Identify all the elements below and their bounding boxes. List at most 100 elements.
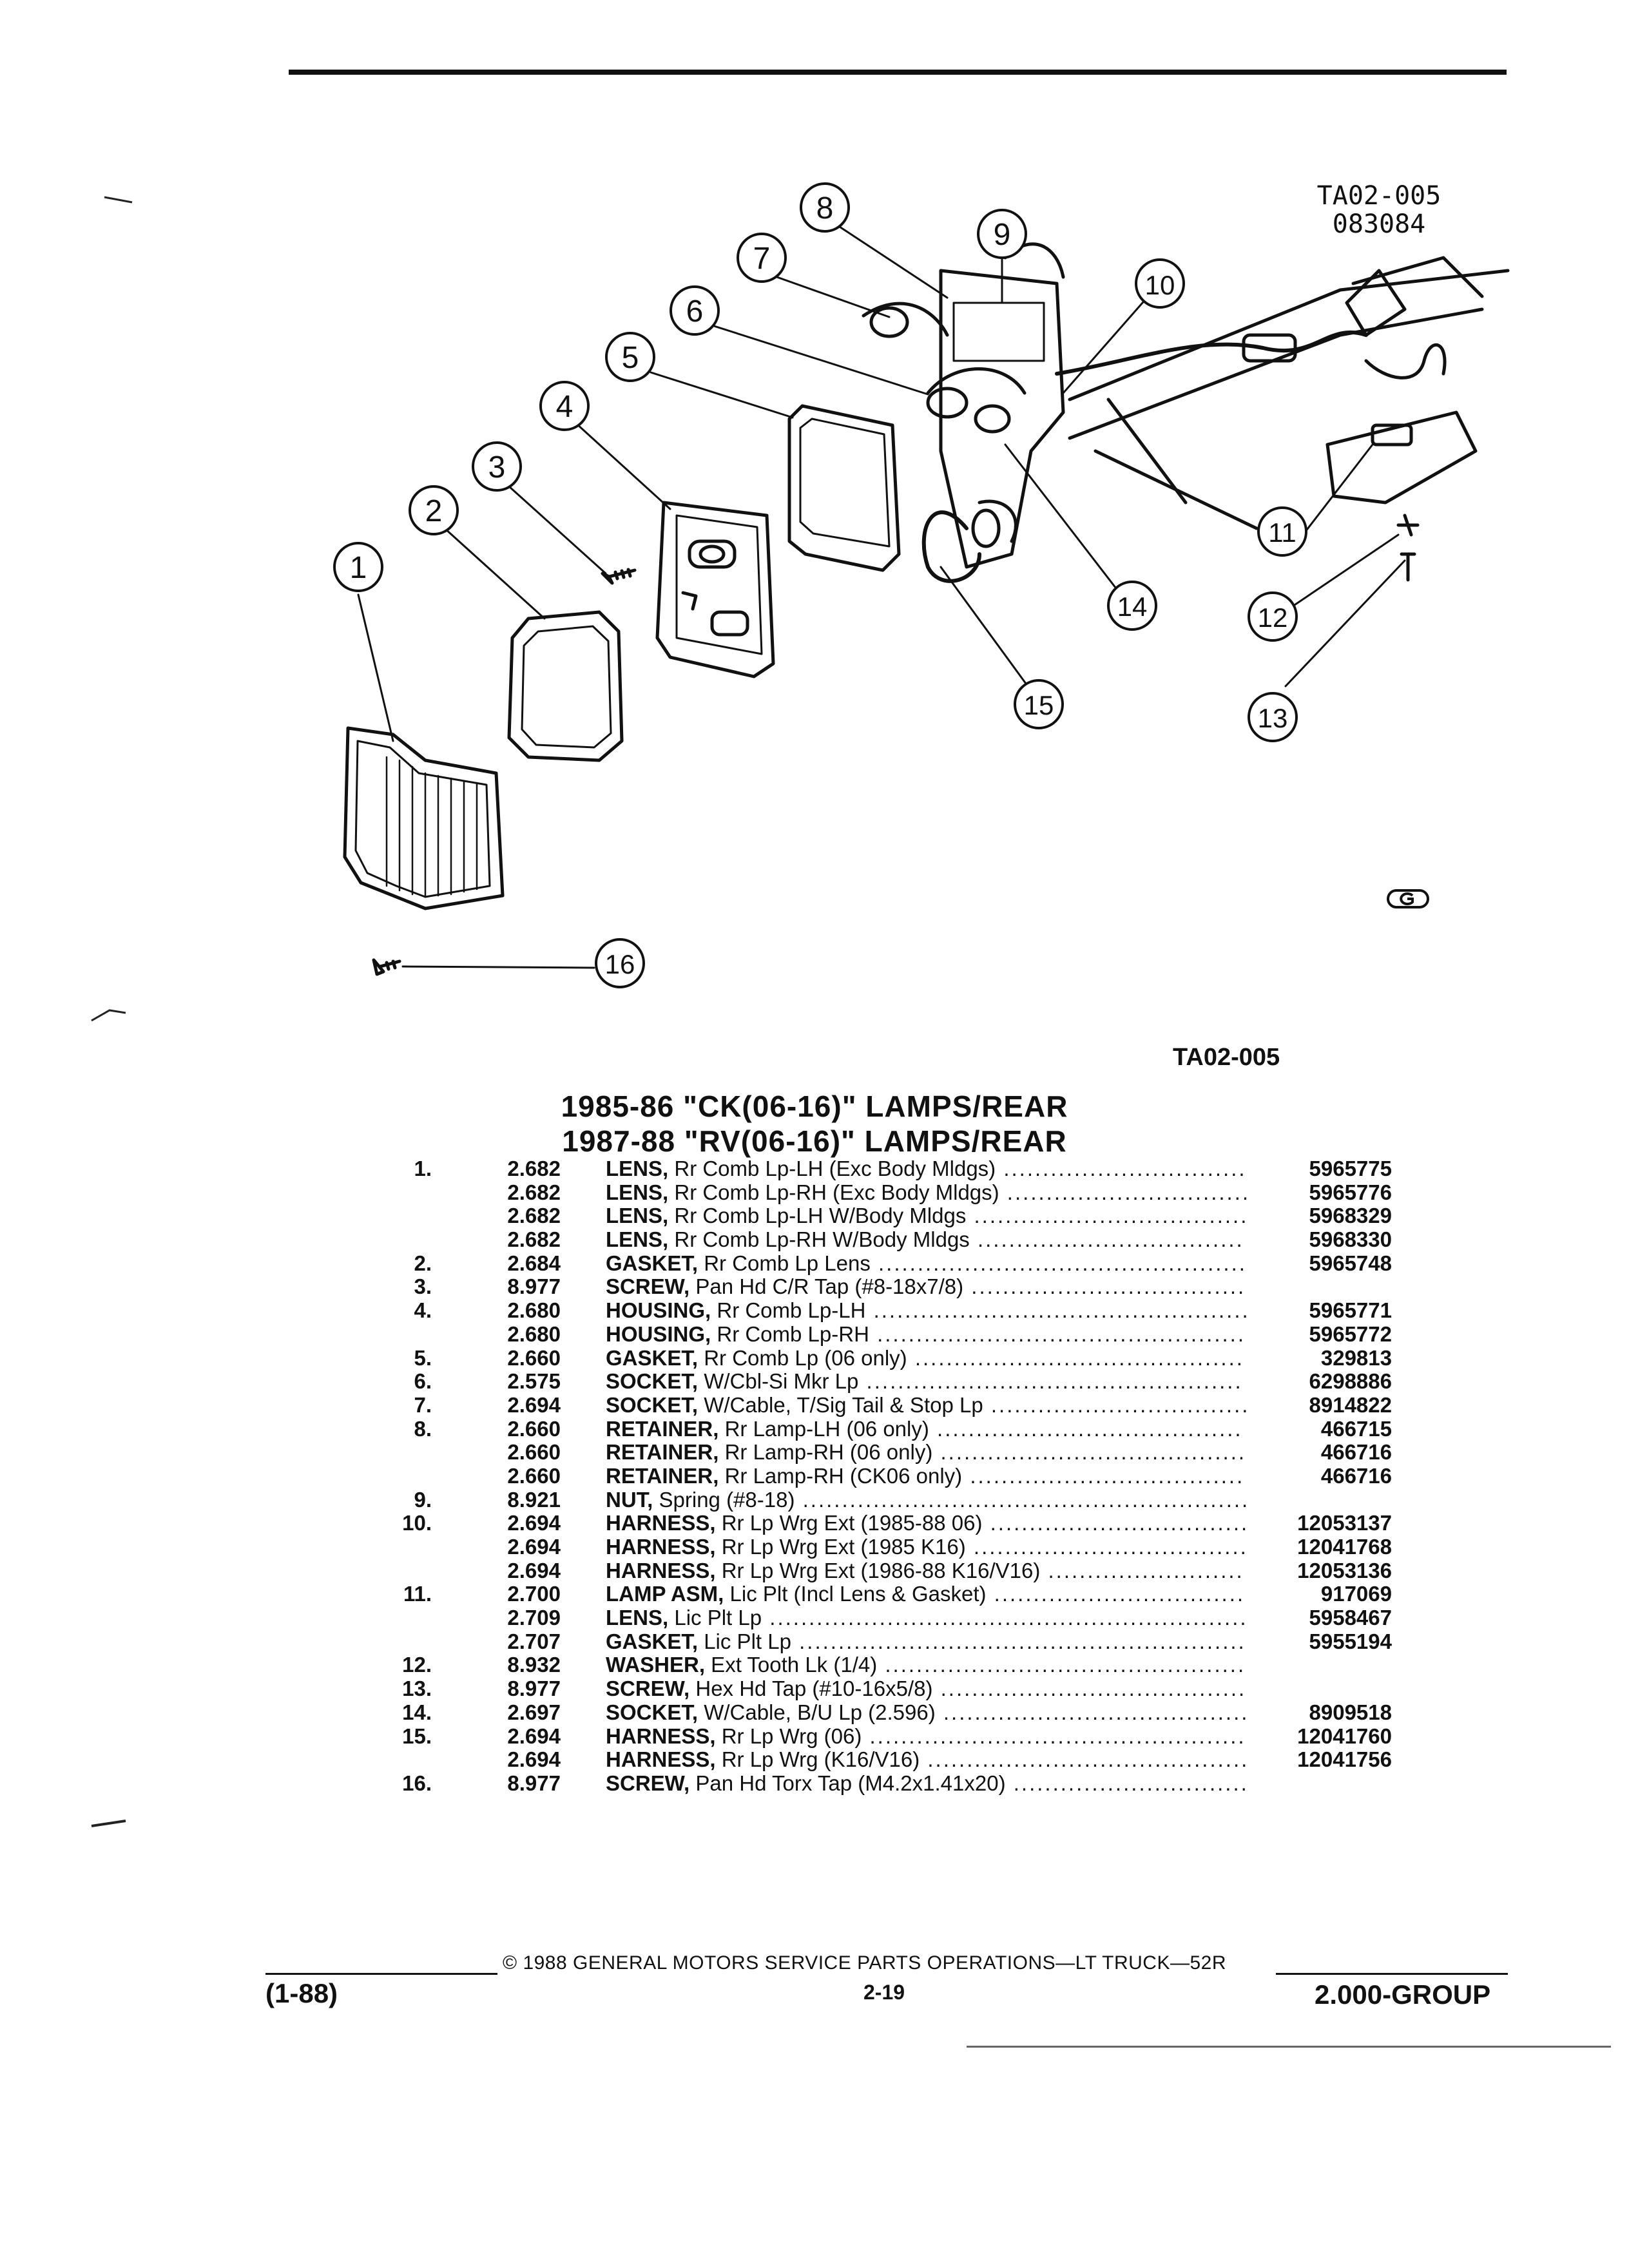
part-name: HARNESS, <box>606 1535 716 1559</box>
part-number: 329813 <box>1320 1345 1392 1370</box>
svg-text:14: 14 <box>1117 591 1148 622</box>
harness-frame <box>1055 256 1510 582</box>
part-description: SCREW, Pan Hd Torx Tap (M4.2x1.41x20) ..… <box>606 1772 1250 1796</box>
parts-row: 10. 2.694 HARNESS, Rr Lp Wrg Ext (1985-88 … <box>387 1512 1392 1535</box>
binding-mark-3 <box>91 1820 126 1827</box>
item-number: 4. <box>414 1298 432 1323</box>
part-detail: Rr Lamp-RH (06 only) <box>718 1441 933 1465</box>
part-description: SCREW, Hex Hd Tap (#10-16x5/8) .........… <box>606 1677 1250 1701</box>
figure-code: TA02-005 083084 <box>1315 182 1443 238</box>
footer-rule-left <box>265 1973 497 1975</box>
callout-11: 11 <box>1257 506 1307 557</box>
part-name: HARNESS, <box>606 1724 716 1748</box>
part-number: 466716 <box>1320 1463 1392 1488</box>
part-description: NUT, Spring (#8-18) ....................… <box>606 1488 1250 1512</box>
part-number: 12053137 <box>1297 1511 1392 1535</box>
item-number: 14. <box>402 1700 432 1724</box>
svg-text:15: 15 <box>1024 690 1054 720</box>
item-number: 9. <box>414 1487 432 1512</box>
svg-text:5: 5 <box>622 341 639 375</box>
part-detail: Rr Comb Lp-RH <box>711 1322 869 1346</box>
item-number: 10. <box>402 1511 432 1535</box>
binding-mark-1 <box>104 196 133 204</box>
figure-code-line-2: 083084 <box>1332 209 1426 239</box>
group-number: 2.694 <box>507 1535 561 1559</box>
leader-dots: ................................... <box>965 1535 1248 1559</box>
callout-5: 5 <box>605 332 655 382</box>
part-detail: Rr Comb Lp (06 only) <box>698 1346 907 1370</box>
part-name: SCREW, <box>606 1677 690 1701</box>
figure-reference: TA02-005 <box>1173 1044 1280 1071</box>
group-number: 2.700 <box>507 1582 561 1606</box>
part-description: SCREW, Pan Hd C/R Tap (#8-18x7/8) ......… <box>606 1275 1250 1299</box>
section-title-2: 1987-88 "RV(06-16)" LAMPS/REAR <box>562 1124 1067 1158</box>
group-number: 2.707 <box>507 1629 561 1653</box>
part-detail: Pan Hd C/R Tap (#8-18x7/8) <box>689 1275 964 1299</box>
binding-mark-2 <box>91 1009 126 1022</box>
part-number: 5965775 <box>1309 1157 1392 1180</box>
part-description: LENS, Rr Comb Lp-RH W/Body Mldgs .......… <box>606 1228 1250 1252</box>
callout-10: 10 <box>1135 258 1185 309</box>
part-name: LAMP ASM, <box>606 1582 724 1606</box>
part-name: SOCKET, <box>606 1393 699 1417</box>
svg-text:10: 10 <box>1145 270 1175 300</box>
part-description: LENS, Lic Plt Lp .......................… <box>606 1606 1250 1630</box>
part-detail: Rr Lp Wrg Ext (1985 K16) <box>715 1535 966 1559</box>
item-number: 6. <box>414 1369 432 1394</box>
part-description: LENS, Rr Comb Lp-RH (Exc Body Mldgs) ...… <box>606 1181 1250 1205</box>
item-number: 13. <box>402 1677 432 1701</box>
part-number: 8914822 <box>1309 1392 1392 1417</box>
leader-dots: ........................................… <box>791 1629 1246 1653</box>
part-description: HARNESS, Rr Lp Wrg Ext (1985-88 06) ....… <box>606 1512 1250 1535</box>
callout-16: 16 <box>595 938 645 988</box>
part-name: RETAINER, <box>606 1441 719 1465</box>
lens-part <box>343 726 505 910</box>
leader-dots: ........................................… <box>869 1322 1246 1346</box>
section-title-1: 1985-86 "CK(06-16)" LAMPS/REAR <box>561 1090 1068 1123</box>
group-number: 2.694 <box>507 1511 561 1535</box>
callout-8: 8 <box>800 182 850 233</box>
part-name: HARNESS, <box>606 1512 716 1535</box>
callout-15: 15 <box>1014 679 1064 729</box>
item-number: 15. <box>402 1724 432 1748</box>
part-description: GASKET, Rr Comb Lp (06 only) ...........… <box>606 1347 1250 1370</box>
part-number: 917069 <box>1320 1582 1392 1606</box>
part-number: 466715 <box>1320 1416 1392 1441</box>
svg-text:13: 13 <box>1258 703 1288 733</box>
part-number: 5958467 <box>1309 1606 1392 1630</box>
part-detail: Rr Comb Lp-RH (Exc Body Mldgs) <box>668 1180 999 1204</box>
group-number: 2.660 <box>507 1345 561 1370</box>
group-number: 2.694 <box>507 1724 561 1748</box>
item-number: 7. <box>414 1392 432 1417</box>
svg-text:4: 4 <box>556 390 574 424</box>
part-name: HARNESS, <box>606 1748 716 1772</box>
group-number: 8.977 <box>507 1274 561 1299</box>
part-detail: Rr Comb Lp-LH W/Body Mldgs <box>668 1204 967 1228</box>
part-number: 8909518 <box>1309 1700 1392 1724</box>
part-number: 12041768 <box>1297 1535 1392 1559</box>
callout-1: 1 <box>333 542 383 592</box>
part-name: GASKET, <box>606 1251 699 1275</box>
part-number: 12041756 <box>1297 1747 1392 1772</box>
part-name: WASHER, <box>606 1653 706 1677</box>
group-number: 8.921 <box>507 1487 561 1512</box>
part-name: LENS, <box>606 1228 669 1252</box>
svg-text:6: 6 <box>686 294 704 329</box>
callout-2: 2 <box>409 485 459 535</box>
part-name: LENS, <box>606 1157 669 1180</box>
leader-dots: ....................................... <box>929 1417 1243 1441</box>
part-number: 5965748 <box>1309 1251 1392 1275</box>
part-name: LENS, <box>606 1204 669 1228</box>
part-name: HOUSING, <box>606 1322 711 1346</box>
svg-text:9: 9 <box>994 218 1011 252</box>
group-number: 2.682 <box>507 1157 561 1180</box>
